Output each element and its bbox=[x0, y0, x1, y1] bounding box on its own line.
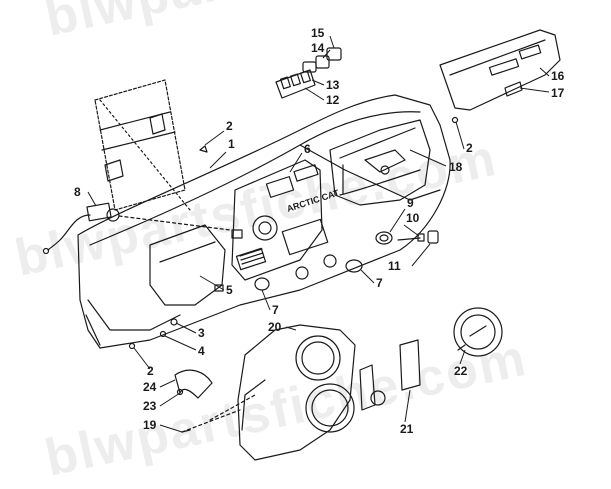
callout-c15: 15 bbox=[311, 26, 325, 40]
callout-c12: 12 bbox=[326, 93, 340, 107]
leader-line-c22 bbox=[459, 349, 466, 365]
callout-c23: 23 bbox=[143, 399, 157, 413]
leader-line-c20 bbox=[285, 326, 297, 331]
leader-line-c17 bbox=[519, 87, 550, 93]
callout-c7b: 7 bbox=[376, 276, 383, 290]
callout-c4: 4 bbox=[198, 344, 205, 358]
leader-line-c2a bbox=[204, 130, 225, 146]
leader-line-c1 bbox=[209, 151, 227, 169]
callout-c2b: 2 bbox=[466, 141, 473, 155]
connector-assembly bbox=[42, 202, 231, 255]
leader-line-c13 bbox=[311, 79, 325, 86]
switch-panel bbox=[275, 69, 316, 99]
leader-line-c7b bbox=[360, 269, 375, 284]
guide-lines bbox=[181, 394, 256, 433]
leader-line-c15 bbox=[329, 35, 335, 49]
leader-line-c19 bbox=[159, 424, 183, 433]
leader-line-c2c bbox=[133, 347, 151, 370]
callout-c7a: 7 bbox=[272, 303, 279, 317]
leader-line-c23 bbox=[159, 392, 181, 407]
callout-c5: 5 bbox=[226, 283, 233, 297]
callout-c18: 18 bbox=[449, 160, 463, 174]
diagram-artwork: ARCTIC CAT 12223456778910111213141516171… bbox=[42, 26, 565, 461]
leader-line-c11 bbox=[411, 243, 431, 267]
clamp-ring bbox=[174, 369, 213, 399]
lower-shroud bbox=[237, 324, 356, 461]
callout-c8: 8 bbox=[74, 185, 81, 199]
knob-parts bbox=[254, 230, 439, 291]
leader-line-c24 bbox=[159, 379, 176, 388]
leader-line-c8 bbox=[87, 191, 97, 207]
callout-c20: 20 bbox=[268, 320, 282, 334]
callout-c21: 21 bbox=[400, 422, 414, 436]
leader-line-c6 bbox=[289, 152, 303, 173]
dash-logo: ARCTIC CAT bbox=[286, 187, 341, 213]
leader-line-c10 bbox=[403, 224, 420, 237]
leader-line-c14 bbox=[322, 49, 331, 59]
callout-c3: 3 bbox=[198, 326, 205, 340]
leader-line-c7a bbox=[261, 289, 271, 311]
mounting-bracket bbox=[94, 79, 191, 211]
leader-line-c21 bbox=[404, 389, 411, 423]
instrument-cover bbox=[439, 29, 561, 111]
callout-c16: 16 bbox=[551, 69, 565, 83]
decal-set bbox=[359, 339, 421, 411]
fasteners bbox=[128, 116, 459, 433]
leader-line-c4 bbox=[164, 335, 197, 351]
speedometer bbox=[453, 307, 503, 357]
callout-c2c: 2 bbox=[147, 364, 154, 378]
callout-c13: 13 bbox=[326, 78, 340, 92]
leader-lines bbox=[87, 35, 550, 433]
leader-line-c5 bbox=[199, 275, 225, 291]
dash-panel bbox=[77, 94, 451, 349]
callout-c10: 10 bbox=[406, 211, 420, 225]
parts-diagram: blwpartsfiche.com blwpartsfiche.com blwp… bbox=[10, 0, 565, 488]
leader-line-c9 bbox=[389, 208, 406, 233]
callout-c14: 14 bbox=[311, 41, 325, 55]
callout-labels: 1222345677891011121314151617181920212223… bbox=[74, 26, 565, 436]
callout-c9: 9 bbox=[407, 196, 414, 210]
callout-c17: 17 bbox=[551, 86, 565, 100]
callout-c22: 22 bbox=[454, 364, 468, 378]
grab-handle bbox=[364, 149, 406, 175]
callout-c19: 19 bbox=[143, 418, 157, 432]
leader-line-c16 bbox=[539, 67, 550, 77]
leader-line-c18 bbox=[409, 149, 447, 167]
callout-c1: 1 bbox=[228, 137, 235, 151]
callout-c2a: 2 bbox=[226, 119, 233, 133]
callout-c6: 6 bbox=[304, 142, 311, 156]
leader-line-c3 bbox=[175, 322, 197, 334]
leader-line-c2b bbox=[455, 121, 465, 150]
leader-line-c12 bbox=[304, 87, 325, 101]
callout-c24: 24 bbox=[143, 380, 157, 394]
callout-c11: 11 bbox=[388, 259, 401, 273]
